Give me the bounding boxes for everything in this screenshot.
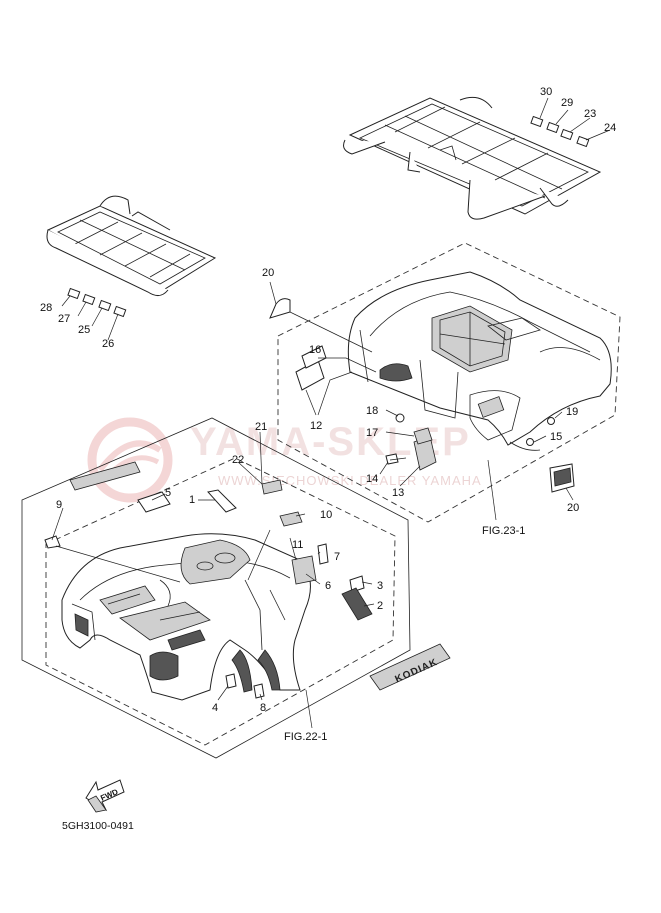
callout-20-bottom: 20 bbox=[567, 502, 579, 514]
leader-lines bbox=[51, 97, 611, 729]
callout-7: 7 bbox=[334, 551, 340, 563]
watermark-logo-icon bbox=[87, 417, 173, 503]
screw-3 bbox=[349, 575, 365, 593]
callout-5: 5 bbox=[165, 487, 171, 499]
fwd-arrow-icon: FWD bbox=[85, 779, 125, 813]
rear-fender-small-parts bbox=[269, 298, 575, 493]
front-carrier bbox=[46, 195, 217, 296]
callout-18: 18 bbox=[366, 405, 378, 417]
label-1 bbox=[207, 489, 237, 513]
callout-27: 27 bbox=[58, 313, 70, 325]
callout-19: 19 bbox=[566, 406, 578, 418]
label-22 bbox=[261, 479, 283, 495]
bracket-17 bbox=[413, 427, 433, 445]
callout-13: 13 bbox=[392, 487, 404, 499]
watermark-tagline: WWW.SIECHOWSKI DEALER YAMAHA bbox=[218, 473, 482, 488]
diagram-code: 5GH3100-0491 bbox=[62, 820, 134, 832]
label-chips-front bbox=[67, 287, 127, 318]
figure-ref-22-1: FIG.22-1 bbox=[284, 731, 327, 743]
callout-labels: 30 29 23 24 28 27 25 26 20 16 12 18 17 1… bbox=[40, 86, 616, 714]
plate-6 bbox=[291, 555, 317, 585]
callout-8: 8 bbox=[260, 702, 266, 714]
callout-20-top: 20 bbox=[262, 267, 274, 279]
callout-29: 29 bbox=[561, 97, 573, 109]
rear-carrier bbox=[343, 96, 602, 220]
callout-4: 4 bbox=[212, 702, 218, 714]
callout-24: 24 bbox=[604, 122, 616, 134]
bolt-14 bbox=[385, 453, 399, 465]
grommet-4 bbox=[225, 673, 237, 689]
clip-8 bbox=[253, 683, 265, 699]
callout-26: 26 bbox=[102, 338, 114, 350]
callout-11: 11 bbox=[292, 539, 303, 551]
callout-1: 1 bbox=[189, 494, 195, 506]
reflector-9 bbox=[44, 535, 61, 549]
callout-3: 3 bbox=[377, 580, 383, 592]
grommet-19 bbox=[547, 417, 555, 425]
decal-21-strip bbox=[69, 461, 141, 491]
callout-30: 30 bbox=[540, 86, 552, 98]
screw-18 bbox=[395, 413, 405, 423]
callout-21: 21 bbox=[255, 421, 267, 433]
callout-12: 12 bbox=[310, 420, 322, 432]
callout-23: 23 bbox=[584, 108, 596, 120]
rear-fender bbox=[347, 271, 612, 451]
callout-6: 6 bbox=[325, 580, 331, 592]
label-5 bbox=[137, 491, 171, 513]
front-fender-group-outline bbox=[45, 457, 396, 746]
rear-fender-group-outline bbox=[277, 242, 621, 523]
label-10 bbox=[279, 511, 303, 527]
rivet-7 bbox=[317, 543, 329, 565]
reflector-20a bbox=[269, 298, 291, 319]
callout-17: 17 bbox=[366, 427, 378, 439]
front-fender bbox=[61, 533, 311, 701]
front-panel-outline bbox=[21, 417, 411, 759]
bracket-2 bbox=[341, 587, 373, 621]
callout-28: 28 bbox=[40, 302, 52, 314]
figure-ref-23-1: FIG.23-1 bbox=[482, 525, 525, 537]
callout-9: 9 bbox=[56, 499, 62, 511]
label-chips-rear bbox=[530, 115, 590, 148]
callout-2: 2 bbox=[377, 600, 383, 612]
front-fender-small-parts bbox=[44, 461, 373, 699]
callout-16: 16 bbox=[309, 344, 321, 356]
grommet-15 bbox=[526, 438, 534, 446]
kodiak-decal: KODIAK bbox=[369, 643, 451, 691]
callout-25: 25 bbox=[78, 324, 90, 336]
callout-22: 22 bbox=[232, 454, 244, 466]
callout-15: 15 bbox=[550, 431, 562, 443]
callout-10: 10 bbox=[320, 509, 332, 521]
callout-14: 14 bbox=[366, 473, 378, 485]
